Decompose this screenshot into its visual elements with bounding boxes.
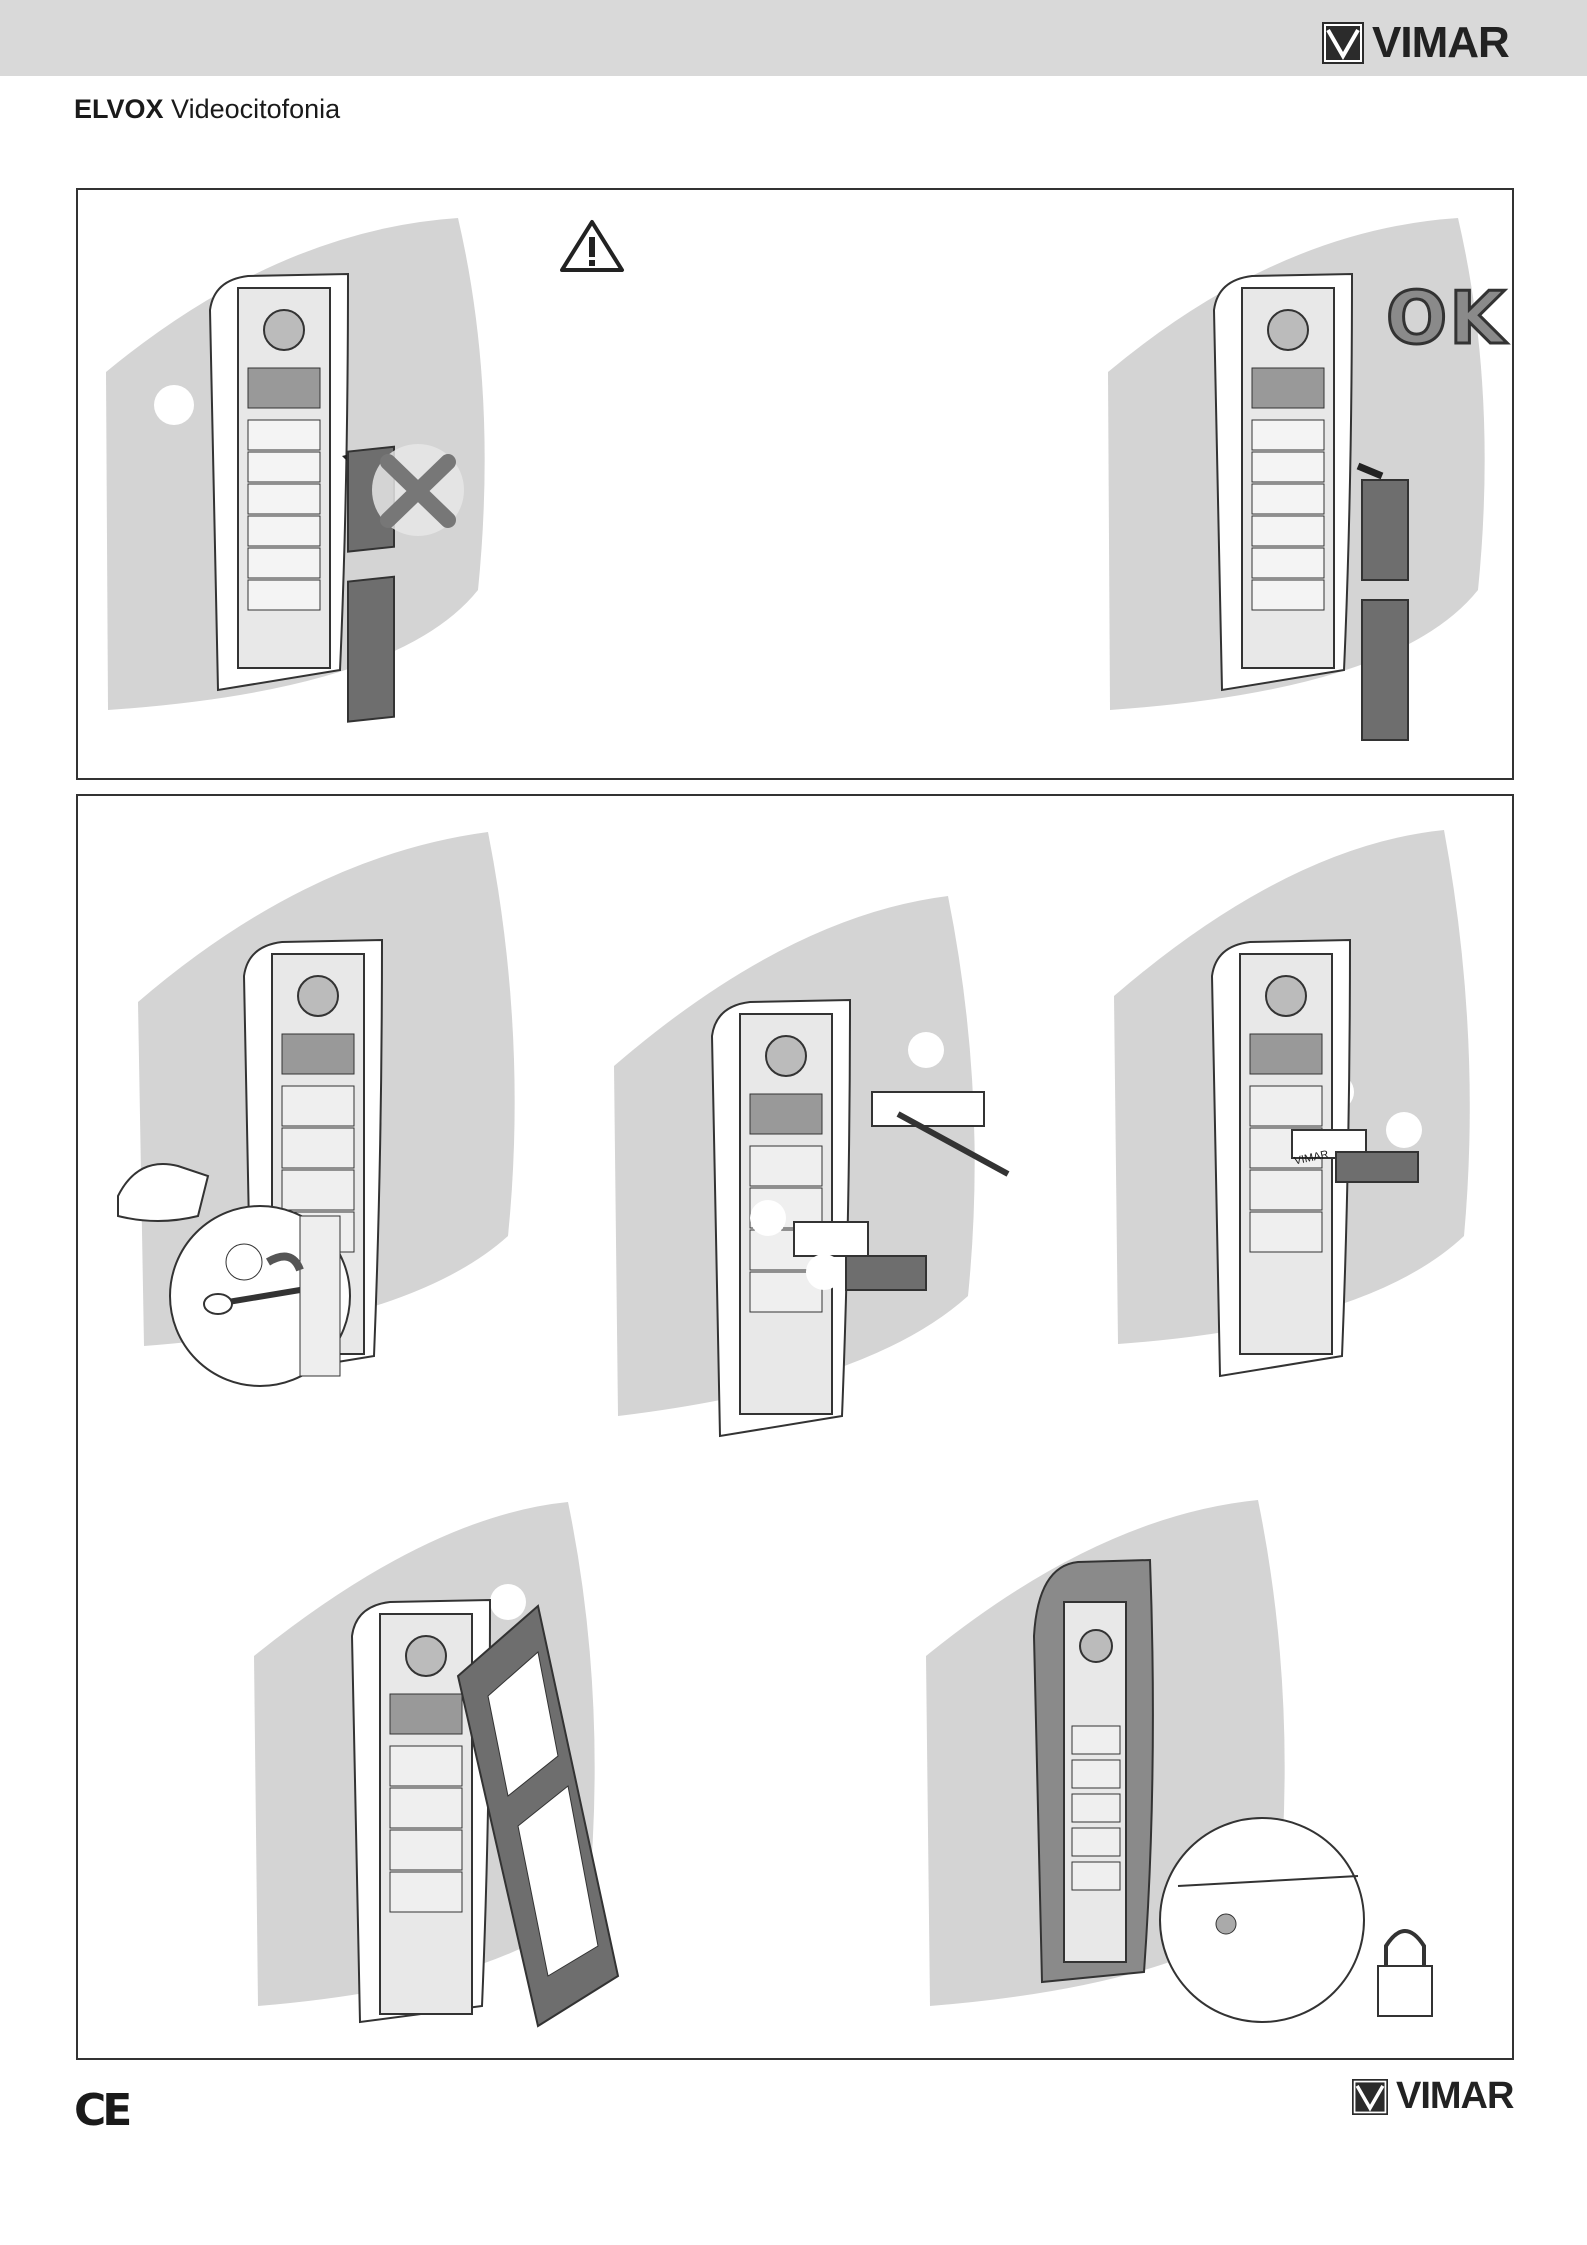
- warning-triangle-icon: [562, 222, 622, 270]
- step-1-illustration: [118, 832, 515, 1386]
- footer-vimar-logo: VIMAR: [1352, 2075, 1513, 2118]
- step-2-illustration: [614, 896, 1008, 1436]
- header-vimar-logo: VIMAR: [1322, 18, 1509, 68]
- panel-warning-illustration: [78, 190, 1512, 778]
- header-logo-text: VIMAR: [1372, 18, 1509, 68]
- step-5-illustration: [926, 1500, 1432, 2022]
- vimar-logo-icon: [1322, 22, 1364, 64]
- panel-steps-illustration: [78, 796, 1512, 2058]
- brand-rest: Videocitofonia: [171, 94, 340, 124]
- step-3-illustration: [1114, 830, 1470, 1376]
- vimar-logo-icon: [1352, 2079, 1388, 2115]
- brand-bold: ELVOX: [74, 94, 164, 124]
- brand-line: ELVOX Videocitofonia: [74, 94, 340, 125]
- ce-mark: CE: [74, 2085, 128, 2136]
- panel-warning: OK: [76, 188, 1514, 780]
- cross-icon: [372, 444, 464, 536]
- step-4-illustration: [254, 1502, 618, 2026]
- ok-mark: OK: [1386, 276, 1507, 360]
- footer-logo-text: VIMAR: [1396, 2075, 1513, 2118]
- padlock-icon: [1378, 1931, 1432, 2016]
- panel-steps: VIMAR: [76, 794, 1514, 2060]
- intercom-right: [1214, 274, 1352, 690]
- intercom-left: [210, 274, 348, 690]
